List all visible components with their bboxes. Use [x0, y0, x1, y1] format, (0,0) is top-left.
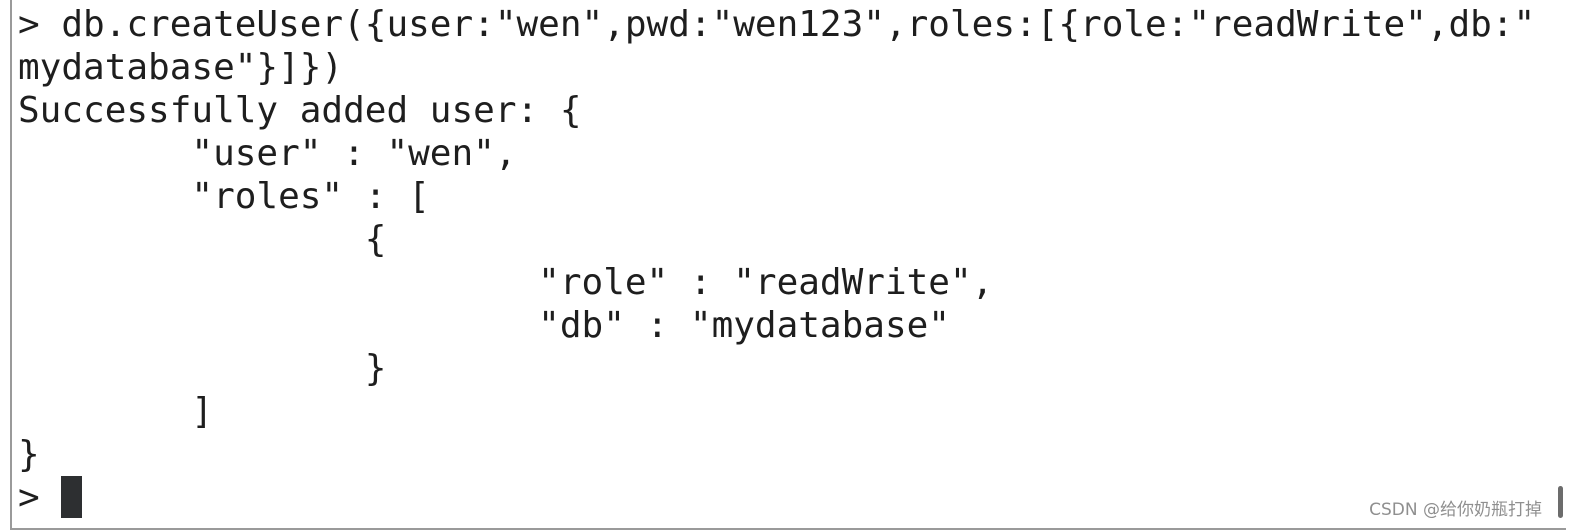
terminal-line: { — [18, 219, 387, 260]
terminal-line: "db" : "mydatabase" — [18, 305, 950, 346]
terminal-line: "roles" : [ — [18, 176, 430, 217]
terminal-window[interactable]: > db.createUser({user:"wen",pwd:"wen123"… — [10, 0, 1566, 530]
terminal-prompt-line[interactable]: > — [18, 476, 83, 519]
terminal-line: mydatabase"}]}) — [18, 47, 344, 88]
vertical-scrollbar[interactable] — [1554, 0, 1564, 526]
terminal-line: "user" : "wen", — [18, 133, 517, 174]
terminal-line: Successfully added user: { — [18, 90, 582, 131]
terminal-line: ] — [18, 391, 214, 432]
terminal-line: } — [18, 434, 40, 475]
terminal-line: } — [18, 348, 387, 389]
terminal-line: "role" : "readWrite", — [18, 262, 994, 303]
watermark-text: CSDN @给你奶瓶打掉 — [1369, 500, 1542, 520]
terminal-line: > db.createUser({user:"wen",pwd:"wen123"… — [18, 4, 1536, 45]
scrollbar-thumb[interactable] — [1558, 486, 1563, 518]
prompt-symbol: > — [18, 477, 62, 518]
text-cursor — [61, 476, 83, 518]
